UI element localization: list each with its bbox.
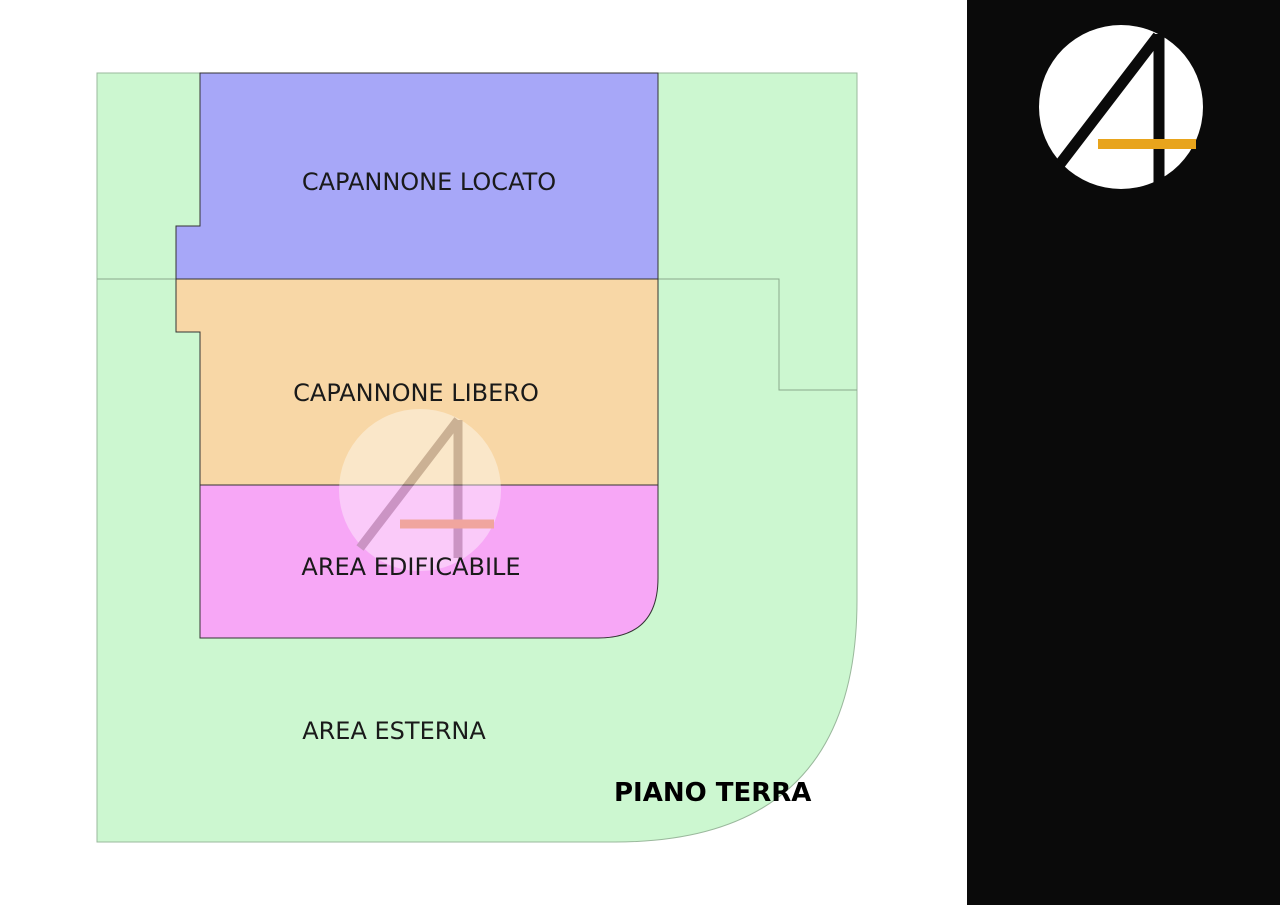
area-edificabile-label: AREA EDIFICABILE: [301, 553, 521, 581]
plot-boundary-line: [97, 278, 857, 391]
capannone-locato-label: CAPANNONE LOCATO: [301, 168, 557, 196]
agency-logo-icon: [1039, 25, 1203, 189]
floor-title: PIANO TERRA: [614, 778, 812, 808]
capannone-libero-label: CAPANNONE LIBERO: [293, 379, 539, 407]
area-esterna-label: AREA ESTERNA: [302, 717, 486, 745]
agency-watermark-icon: [339, 409, 501, 571]
area-edificabile-shape: [199, 484, 659, 639]
